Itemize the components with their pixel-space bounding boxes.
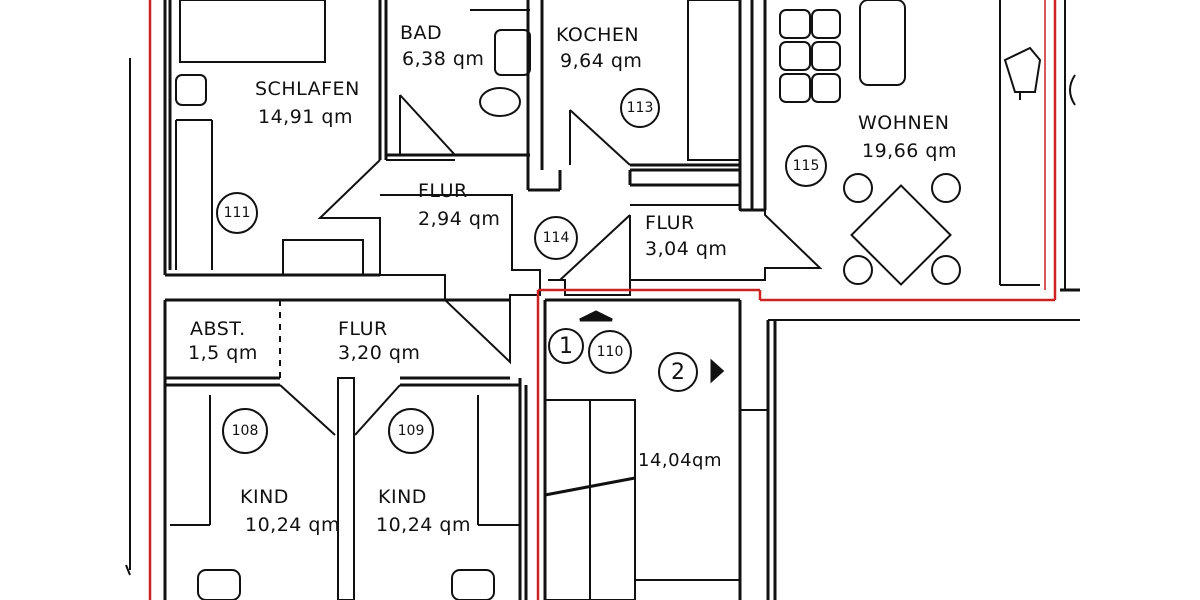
wohnen-room-number: 115 <box>785 145 827 187</box>
stair-area: 14,04qm <box>638 450 722 471</box>
kind-1-room-number: 108 <box>222 408 268 454</box>
kind-2-room-number: 109 <box>388 408 434 454</box>
flur-c-name: FLUR <box>338 318 388 340</box>
kind-2-area: 10,24 qm <box>376 514 472 536</box>
kochen-area: 9,64 qm <box>560 50 643 72</box>
wall-lines <box>125 0 1080 600</box>
bad-name: BAD <box>400 22 443 44</box>
stair-room-number: 110 <box>588 330 632 374</box>
kind-1-name: KIND <box>240 486 289 508</box>
kind-2-name: KIND <box>378 486 427 508</box>
stair-marker-2: 2 <box>658 352 698 392</box>
flur-b-name: FLUR <box>645 212 695 234</box>
flur-b-area: 3,04 qm <box>645 238 728 260</box>
apartment-outline <box>148 0 1057 600</box>
flur-a-area: 2,94 qm <box>418 208 501 230</box>
wohnen-name: WOHNEN <box>858 112 950 134</box>
wohnen-area: 19,66 qm <box>862 140 958 162</box>
schlafen-area: 14,91 qm <box>258 106 354 128</box>
kochen-room-number: 113 <box>620 88 660 128</box>
flur-c-area: 3,20 qm <box>338 342 421 364</box>
schlafen-name: SCHLAFEN <box>255 78 360 100</box>
abst-name: ABST. <box>190 318 246 340</box>
flur-a-name: FLUR <box>418 180 468 202</box>
kind-1-area: 10,24 qm <box>245 514 341 536</box>
stair-marker-1: 1 <box>548 328 584 364</box>
schlafen-room-number: 111 <box>216 192 258 234</box>
kochen-name: KOCHEN <box>556 24 640 46</box>
abst-area: 1,5 qm <box>188 342 258 364</box>
flur-a-room-number: 114 <box>534 216 578 260</box>
bad-area: 6,38 qm <box>402 48 485 70</box>
